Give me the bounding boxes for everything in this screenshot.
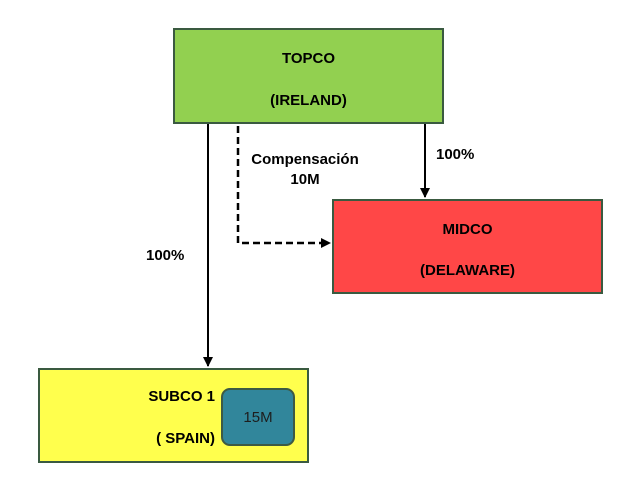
subco-jurisdiction: ( SPAIN) (156, 430, 215, 447)
topco-name: TOPCO (281, 50, 336, 67)
midco-jurisdiction: (DELAWARE) (420, 262, 515, 279)
midco-box: MIDCO (DELAWARE) (332, 199, 603, 294)
compensation-label-line1: Compensación (251, 151, 359, 168)
ownership-label-subco: 100% (146, 247, 185, 264)
topco-box: TOPCO (IRELAND) (173, 28, 444, 124)
arrow-compensation (236, 126, 331, 248)
ownership-label-midco: 100% (436, 146, 475, 163)
subco-cash-box: 15M (221, 388, 295, 446)
compensation-label: Compensación 10M (240, 150, 370, 190)
compensation-label-line2: 10M (290, 171, 320, 188)
midco-name: MIDCO (442, 221, 493, 238)
subco-name: SUBCO 1 (148, 388, 215, 405)
topco-jurisdiction: (IRELAND) (270, 92, 347, 109)
